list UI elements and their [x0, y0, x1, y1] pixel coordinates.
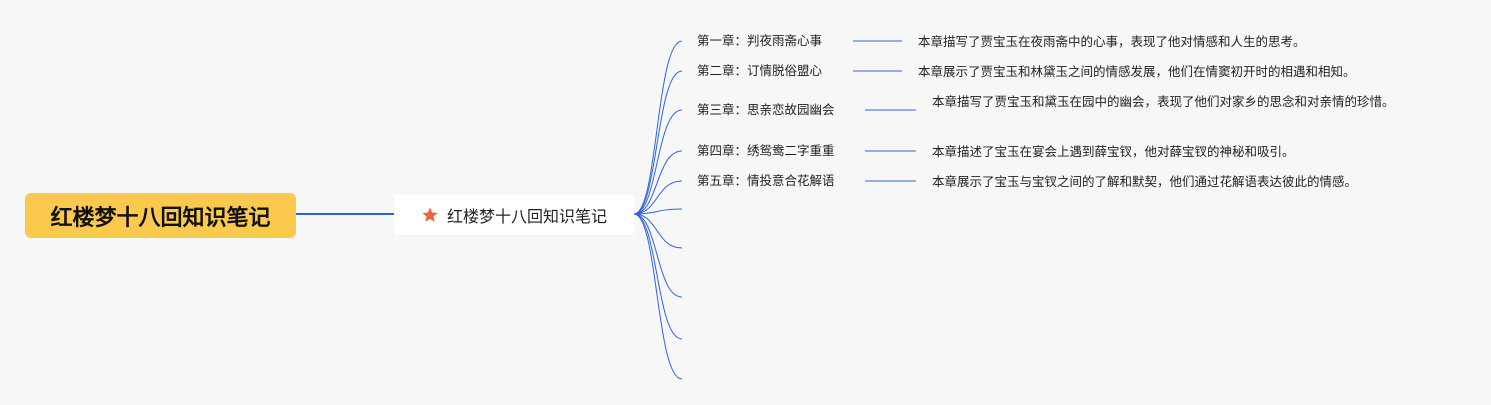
main-topic[interactable]: 红楼梦十八回知识笔记: [394, 195, 634, 235]
branch-connector: [633, 40, 683, 215]
empty-branch-connector: [633, 213, 683, 249]
root-topic[interactable]: 红楼梦十八回知识笔记: [25, 193, 296, 238]
chapter-title[interactable]: 第四章：绣鸳鸯二字重重: [697, 143, 835, 158]
branch-connector: [633, 180, 683, 215]
empty-branch-connector: [633, 213, 683, 298]
chapter-description[interactable]: 本章描述了宝玉在宴会上遇到薛宝钗，他对薛宝钗的神秘和吸引。: [932, 144, 1295, 159]
chapter-description[interactable]: 本章展示了贾宝玉和林黛玉之间的情感发展，他们在情窦初开时的相遇和相知。: [918, 64, 1356, 79]
main-topic-label: 红楼梦十八回知识笔记: [446, 207, 607, 226]
branch-connector: [633, 150, 683, 215]
chapter-title[interactable]: 第一章：判夜雨斋心事: [697, 33, 823, 48]
star-icon: [422, 207, 438, 222]
chapter-title[interactable]: 第二章：订情脱俗盟心: [697, 63, 823, 78]
chapter-description[interactable]: 本章展示了宝玉与宝钗之间的了解和默契，他们通过花解语表达彼此的情感。: [932, 174, 1358, 189]
empty-branch-connector: [633, 208, 683, 215]
root-topic-label: 红楼梦十八回知识笔记: [50, 205, 271, 231]
chapter-title[interactable]: 第三章：思亲恋故园幽会: [697, 102, 835, 117]
chapter-description[interactable]: 本章描写了贾宝玉在夜雨斋中的心事，表现了他对情感和人生的思考。: [918, 34, 1306, 49]
empty-branch-connector: [633, 213, 683, 380]
branch-connector: [633, 109, 683, 215]
chapter-description[interactable]: 本章描写了贾宝玉和黛玉在园中的幽会，表现了他们对家乡的思念和对亲情的珍惜。: [932, 94, 1395, 109]
branch-connector: [633, 70, 683, 215]
empty-branch-connector: [633, 213, 683, 340]
chapter-title[interactable]: 第五章：情投意合花解语: [697, 173, 835, 188]
